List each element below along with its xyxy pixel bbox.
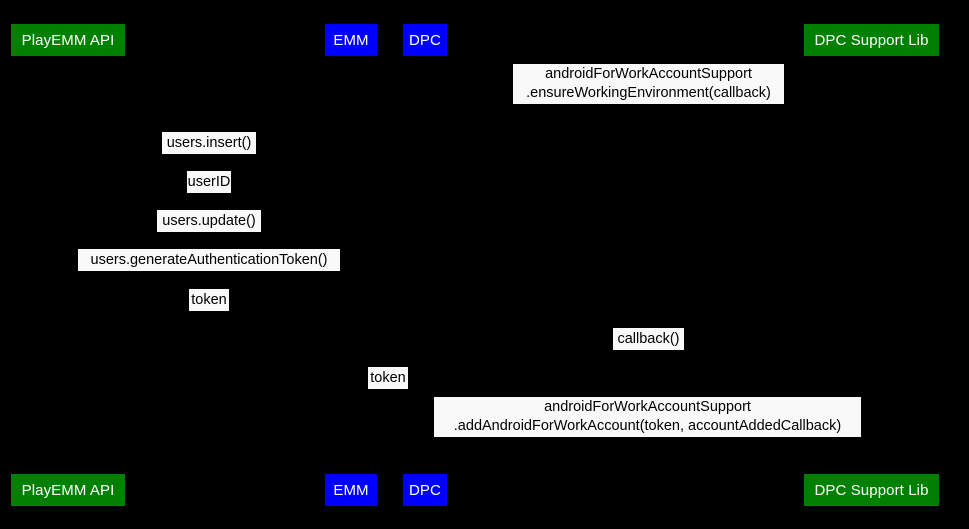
participant-head-playemm-api[interactable]: PlayEMM API — [11, 24, 125, 56]
participant-label: EMM — [333, 31, 369, 49]
participant-label: DPC Support Lib — [814, 31, 929, 49]
participant-head-dpc[interactable]: DPC — [403, 24, 447, 56]
message-arrow-users-update — [68, 232, 351, 233]
message-arrow-token-to-emm — [68, 311, 351, 312]
participant-foot-emm[interactable]: EMM — [325, 474, 377, 506]
message-label-line: token — [191, 291, 227, 308]
message-label-line: users.generateAuthenticationToken() — [90, 251, 328, 268]
message-arrow-callback — [425, 350, 871, 351]
message-label-users-insert[interactable]: users.insert() — [162, 132, 256, 154]
lifeline-playemm-api — [68, 56, 69, 474]
lifeline-dpc — [425, 56, 426, 474]
participant-head-emm[interactable]: EMM — [325, 24, 377, 56]
participant-label: EMM — [333, 481, 369, 499]
participant-foot-playemm-api[interactable]: PlayEMM API — [11, 474, 125, 506]
message-label-ensure-working-environment[interactable]: androidForWorkAccountSupport .ensureWorki… — [513, 64, 784, 104]
participant-label: PlayEMM API — [21, 31, 115, 49]
message-label-user-id[interactable]: userID — [187, 171, 231, 193]
message-arrow-users-insert — [68, 154, 351, 155]
message-arrow-add-android-for-work-account — [425, 437, 871, 438]
message-label-generate-authentication-token[interactable]: users.generateAuthenticationToken() — [78, 249, 340, 271]
message-arrow-token-to-dpc — [351, 389, 425, 390]
message-label-callback[interactable]: callback() — [613, 328, 684, 350]
message-label-line: users.insert() — [166, 134, 252, 151]
message-label-line: callback() — [617, 330, 680, 347]
participant-label: DPC Support Lib — [814, 481, 929, 499]
message-label-line: userID — [187, 173, 231, 190]
message-label-users-update[interactable]: users.update() — [157, 210, 261, 232]
message-label-line: androidForWorkAccountSupport — [545, 65, 752, 82]
participant-label: PlayEMM API — [21, 481, 115, 499]
participant-head-dpc-support-lib[interactable]: DPC Support Lib — [804, 24, 939, 56]
participant-foot-dpc[interactable]: DPC — [403, 474, 447, 506]
lifeline-dpc-support-lib — [871, 56, 872, 474]
message-label-add-android-for-work-account[interactable]: androidForWorkAccountSupport .addAndroidF… — [434, 397, 861, 437]
message-label-token-to-emm[interactable]: token — [189, 289, 229, 311]
message-label-line: users.update() — [162, 212, 256, 229]
participant-label: DPC — [409, 481, 441, 499]
participant-foot-dpc-support-lib[interactable]: DPC Support Lib — [804, 474, 939, 506]
message-arrow-generate-authentication-token — [68, 271, 351, 272]
participant-label: DPC — [409, 31, 441, 49]
message-label-line: token — [370, 369, 406, 386]
message-arrow-ensure-working-environment — [425, 104, 871, 105]
message-label-token-to-dpc[interactable]: token — [368, 367, 408, 389]
message-label-line: .ensureWorkingEnvironment(callback) — [526, 85, 771, 101]
lifeline-emm — [351, 56, 352, 474]
message-arrow-user-id — [68, 193, 351, 194]
message-label-line: androidForWorkAccountSupport — [544, 398, 751, 415]
message-label-line: .addAndroidForWorkAccount(token, account… — [453, 418, 842, 434]
